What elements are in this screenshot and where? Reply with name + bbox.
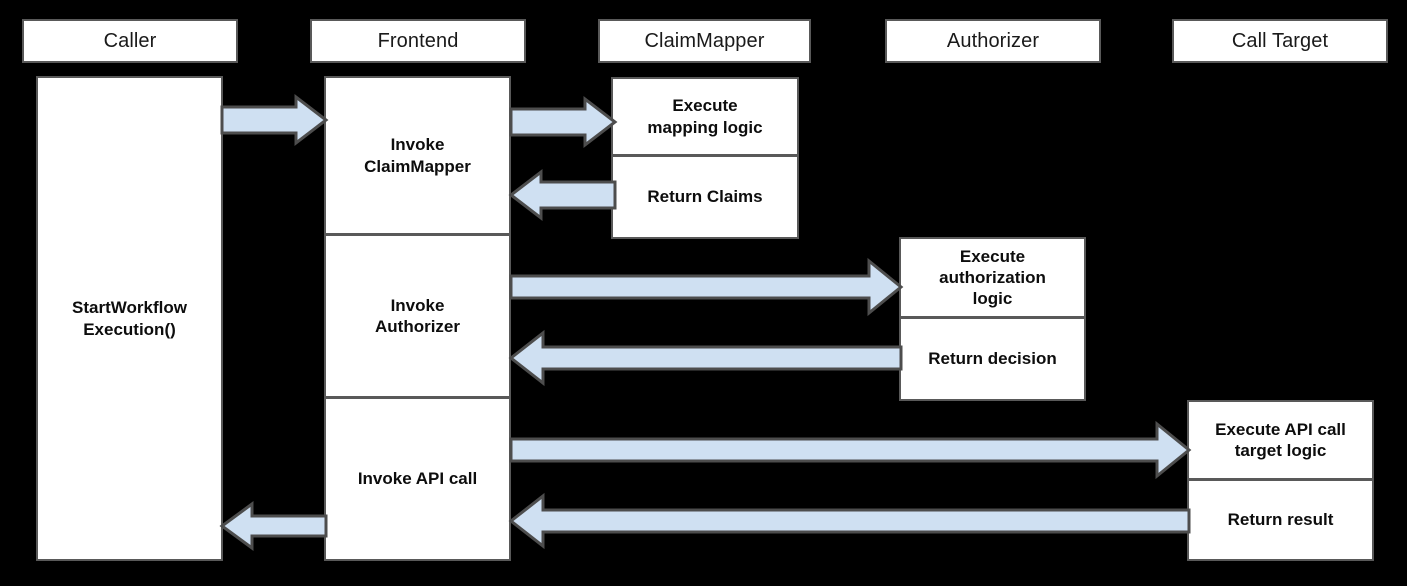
activation-authorizer-execute-authorization-logic[interactable]: Execute authorization logic: [899, 237, 1086, 318]
activation-label: Return Claims: [647, 187, 763, 207]
participant-label: Caller: [103, 29, 157, 52]
activation-frontend-invoke-authorizer[interactable]: Invoke Authorizer: [324, 235, 511, 398]
activation-label: Invoke ClaimMapper: [364, 135, 471, 176]
activation-authorizer-return-decision[interactable]: Return decision: [899, 318, 1086, 401]
activation-label: Return result: [1227, 510, 1334, 530]
message-arrow-call-target-to-frontend[interactable]: [508, 492, 1191, 550]
activation-label: Invoke Authorizer: [375, 295, 460, 336]
activation-label: StartWorkflow Execution(): [72, 298, 187, 339]
activation-claimmapper-return-claims[interactable]: Return Claims: [611, 156, 799, 239]
participant-label: ClaimMapper: [644, 29, 765, 52]
message-arrow-frontend-to-caller[interactable]: [219, 501, 328, 551]
activation-label: Invoke API call: [357, 469, 478, 489]
activation-label: Execute API call target logic: [1215, 419, 1346, 460]
activation-calltarget-return-result[interactable]: Return result: [1187, 480, 1374, 561]
message-arrow-caller-to-frontend[interactable]: [220, 93, 329, 147]
message-arrow-frontend-to-authorizer[interactable]: [509, 257, 904, 317]
message-arrow-authorizer-to-frontend[interactable]: [508, 329, 903, 387]
activation-frontend-invoke-claimmapper[interactable]: Invoke ClaimMapper: [324, 76, 511, 235]
participant-label: Frontend: [377, 29, 459, 52]
participant-header-call-target[interactable]: Call Target: [1172, 19, 1388, 63]
participant-header-caller[interactable]: Caller: [22, 19, 238, 63]
activation-caller-start-workflow-execution[interactable]: StartWorkflow Execution(): [36, 76, 223, 561]
activation-label: Execute mapping logic: [647, 96, 763, 137]
activation-claimmapper-execute-mapping-logic[interactable]: Execute mapping logic: [611, 77, 799, 156]
activation-frontend-invoke-api-call[interactable]: Invoke API call: [324, 398, 511, 561]
message-arrow-frontend-to-call-target[interactable]: [509, 420, 1192, 480]
participant-label: Authorizer: [946, 29, 1040, 52]
activation-label: Return decision: [928, 349, 1057, 369]
participant-header-frontend[interactable]: Frontend: [310, 19, 526, 63]
message-arrow-claimmapper-to-frontend[interactable]: [508, 168, 617, 222]
activation-label: Execute authorization logic: [939, 246, 1046, 309]
activation-calltarget-execute-api-call-target-logic[interactable]: Execute API call target logic: [1187, 400, 1374, 480]
message-arrow-frontend-to-claimmapper[interactable]: [509, 95, 618, 149]
participant-header-authorizer[interactable]: Authorizer: [885, 19, 1101, 63]
participant-label: Call Target: [1231, 29, 1329, 52]
participant-header-claimmapper[interactable]: ClaimMapper: [598, 19, 811, 63]
